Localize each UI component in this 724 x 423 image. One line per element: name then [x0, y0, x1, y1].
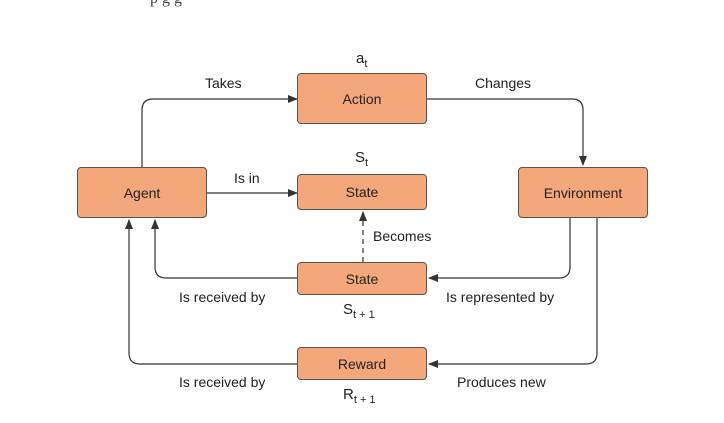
- edge-label-becomes: Becomes: [373, 228, 432, 244]
- symbol-s-t: St: [355, 149, 369, 169]
- action-node: Action: [297, 73, 427, 124]
- edge-label-changes: Changes: [475, 75, 532, 91]
- state-bottom-node: State: [297, 262, 427, 295]
- symbol-s-t-plus-1: St + 1: [343, 301, 375, 321]
- reward-label: Reward: [337, 355, 387, 372]
- edge-takes: [141, 95, 298, 167]
- caption-fragment: p g g: [150, 0, 182, 8]
- action-label: Action: [342, 90, 382, 107]
- cropped-caption: p g g: [0, 0, 724, 10]
- edge-changes: [427, 98, 587, 166]
- edge-label-state-is-received-by: Is received by: [179, 289, 266, 305]
- state-top-label: State: [345, 184, 379, 200]
- reward-node: Reward: [297, 347, 427, 380]
- edge-produces-new: [428, 218, 598, 368]
- agent-node: Agent: [77, 167, 207, 218]
- edge-state-is-received-by: [151, 219, 297, 279]
- environment-node: Environment: [518, 167, 648, 218]
- edge-is-represented-by: [428, 218, 571, 282]
- edge-label-is-represented-by: Is represented by: [446, 289, 555, 305]
- edge-label-produces-new: Produces new: [457, 374, 546, 390]
- symbol-a-t: at: [356, 50, 368, 70]
- edge-label-is-in: Is in: [234, 170, 260, 186]
- edge-label-reward-is-received-by: Is received by: [179, 374, 266, 390]
- state-bottom-label: State: [345, 270, 379, 287]
- symbol-r-t-plus-1: Rt + 1: [343, 386, 376, 406]
- edge-reward-is-received-by: [125, 219, 297, 365]
- agent-label: Agent: [123, 184, 161, 201]
- state-top-node: State: [297, 174, 427, 210]
- environment-label: Environment: [543, 184, 623, 201]
- edge-label-takes: Takes: [205, 75, 242, 91]
